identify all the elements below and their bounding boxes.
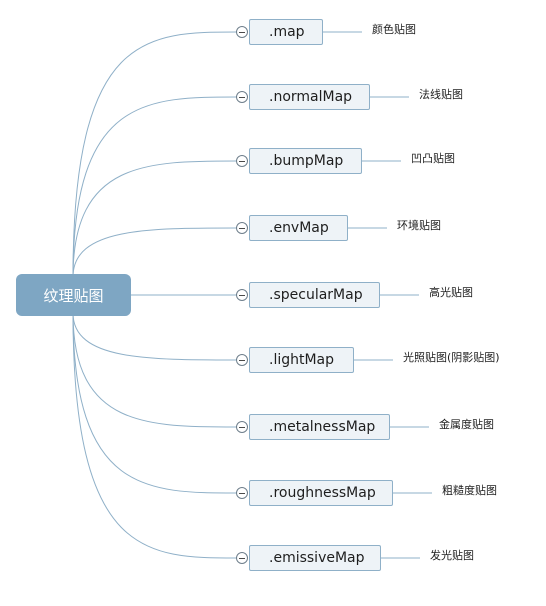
- collapse-toggle-icon[interactable]: [236, 421, 248, 433]
- collapse-toggle-icon[interactable]: [236, 289, 248, 301]
- connector-curve: [72, 312, 238, 361]
- connector-curve: [72, 312, 238, 559]
- collapse-toggle-icon[interactable]: [236, 487, 248, 499]
- collapse-toggle-icon[interactable]: [236, 222, 248, 234]
- connector-curve: [72, 312, 238, 428]
- branch-node[interactable]: .metalnessMap: [249, 414, 390, 440]
- connector-curve: [72, 31, 238, 278]
- branch-note: 法线贴图: [419, 88, 463, 101]
- branch-node[interactable]: .specularMap: [249, 282, 380, 308]
- branch-note: 凹凸贴图: [411, 152, 455, 165]
- branch-note: 光照贴图(阴影贴图): [403, 351, 500, 364]
- branch-node[interactable]: .map: [249, 19, 323, 45]
- connector-curve: [72, 312, 238, 494]
- collapse-toggle-icon[interactable]: [236, 552, 248, 564]
- collapse-toggle-icon[interactable]: [236, 155, 248, 167]
- branch-note: 颜色贴图: [372, 23, 416, 36]
- branch-node[interactable]: .roughnessMap: [249, 480, 393, 506]
- collapse-toggle-icon[interactable]: [236, 354, 248, 366]
- connector-curve: [72, 227, 238, 278]
- branch-node[interactable]: .bumpMap: [249, 148, 362, 174]
- connector-curve: [72, 160, 238, 278]
- collapse-toggle-icon[interactable]: [236, 26, 248, 38]
- branch-node[interactable]: .envMap: [249, 215, 348, 241]
- branch-node[interactable]: .emissiveMap: [249, 545, 381, 571]
- branch-node[interactable]: .normalMap: [249, 84, 370, 110]
- branch-note: 粗糙度贴图: [442, 484, 497, 497]
- branch-note: 环境贴图: [397, 219, 441, 232]
- collapse-toggle-icon[interactable]: [236, 91, 248, 103]
- branch-note: 金属度贴图: [439, 418, 494, 431]
- branch-note: 发光贴图: [430, 549, 474, 562]
- root-topic[interactable]: 纹理贴图: [16, 274, 131, 316]
- branch-note: 高光贴图: [429, 286, 473, 299]
- branch-node[interactable]: .lightMap: [249, 347, 354, 373]
- connector-curve: [72, 96, 238, 278]
